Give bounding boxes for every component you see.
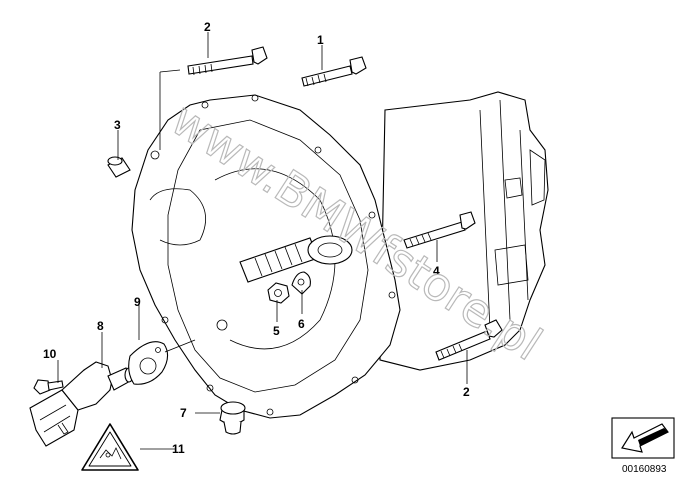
callout-6: 6 xyxy=(298,317,305,331)
callout-4: 4 xyxy=(433,264,440,278)
callout-7: 7 xyxy=(180,406,187,420)
part-1-bolt xyxy=(301,56,367,87)
transmission-housing xyxy=(131,91,549,419)
part-8-switch xyxy=(29,361,134,447)
part-2-bolt-bottom xyxy=(435,319,503,361)
callout-2-top: 2 xyxy=(204,20,211,34)
part-7-plug xyxy=(219,401,246,435)
callout-3: 3 xyxy=(114,118,121,132)
part-9-gasket xyxy=(128,341,169,385)
part-6-guide xyxy=(291,271,311,295)
callout-11: 11 xyxy=(172,442,185,456)
callout-10: 10 xyxy=(43,347,57,361)
callout-8: 8 xyxy=(97,319,104,333)
part-2-bolt-top xyxy=(187,46,268,76)
callout-2-bottom: 2 xyxy=(463,385,470,399)
part-3-dowel-sleeve xyxy=(107,156,131,178)
part-11-warning-label xyxy=(81,423,139,471)
callouts: 1 2 2 3 4 5 6 7 8 9 10 11 xyxy=(43,20,470,456)
diagram-reference-number: 00160893 xyxy=(622,464,667,475)
direction-arrow-box xyxy=(611,417,675,459)
leader-lines xyxy=(57,32,468,450)
callout-1: 1 xyxy=(317,33,324,47)
callout-9: 9 xyxy=(134,295,141,309)
part-10-screw xyxy=(33,379,64,395)
callout-5: 5 xyxy=(273,324,280,338)
part-4-bolt xyxy=(403,211,476,249)
part-5-nut xyxy=(267,282,290,304)
